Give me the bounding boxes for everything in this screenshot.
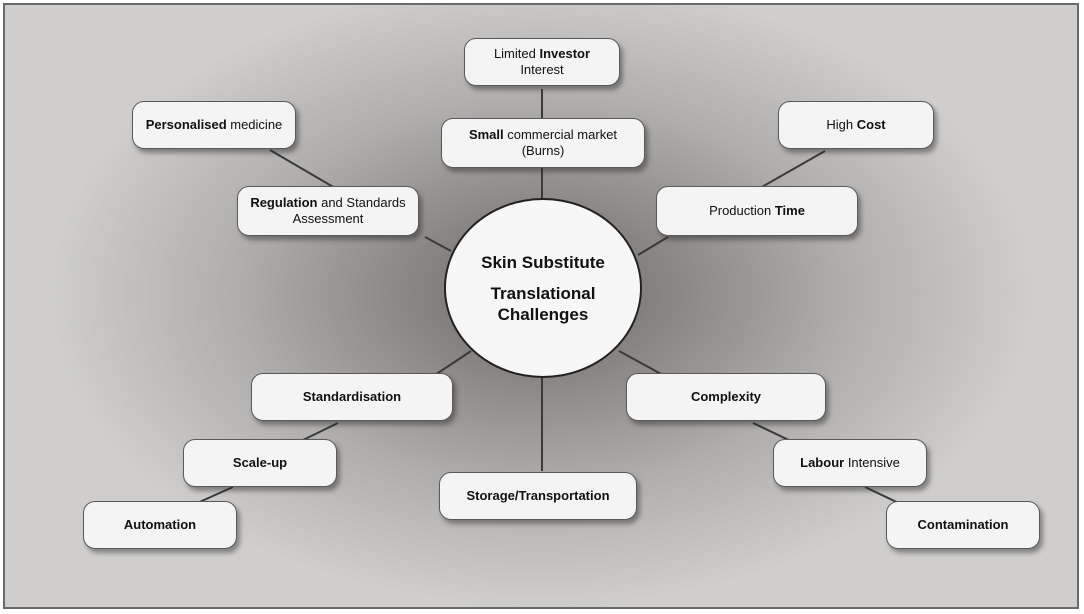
box-text-bold: Storage/Transportation bbox=[466, 488, 610, 503]
center-title-line3: Challenges bbox=[497, 304, 589, 324]
connector-standardisation-scaleup bbox=[302, 422, 339, 441]
box-text: commercial market bbox=[503, 127, 618, 142]
high-cost-box: High Cost bbox=[778, 101, 934, 149]
complexity-box: Complexity bbox=[626, 373, 826, 421]
connector-production-center bbox=[637, 236, 669, 256]
box-text: Intensive bbox=[844, 455, 900, 470]
box-text-bold: Labour bbox=[800, 455, 845, 470]
box-text: Limited bbox=[493, 46, 540, 61]
box-text-bold: Personalised bbox=[145, 117, 227, 132]
contamination-box: Contamination bbox=[886, 501, 1040, 549]
regulation-standards-box: Regulation and Standards Assessment bbox=[237, 186, 419, 236]
connector-center-standardisation bbox=[434, 350, 472, 376]
box-text-bold: Standardisation bbox=[302, 389, 402, 404]
center-title-line2: Translational bbox=[490, 283, 596, 303]
box-text-bold: Regulation bbox=[250, 195, 318, 210]
connector-center-complexity bbox=[618, 350, 664, 376]
box-text-line2: Assessment bbox=[292, 211, 364, 226]
connector-personalised-regulation bbox=[269, 149, 336, 189]
box-text-bold: Small bbox=[468, 127, 504, 142]
box-text-bold: Time bbox=[774, 203, 805, 218]
box-text: and Standards bbox=[317, 195, 406, 210]
box-text-bold: Complexity bbox=[690, 389, 762, 404]
box-text-bold: Contamination bbox=[917, 517, 1009, 532]
diagram-frame: Limited Investor Interest Small commerci… bbox=[3, 3, 1079, 609]
connector-highcost-production bbox=[759, 150, 826, 189]
personalised-medicine-box: Personalised medicine bbox=[132, 101, 296, 149]
box-text-bold: Automation bbox=[123, 517, 197, 532]
small-commercial-market-box: Small commercial market (Burns) bbox=[441, 118, 645, 168]
limited-investor-interest-box: Limited Investor Interest bbox=[464, 38, 620, 86]
automation-box: Automation bbox=[83, 501, 237, 549]
box-text: Production bbox=[709, 203, 775, 218]
standardisation-box: Standardisation bbox=[251, 373, 453, 421]
center-title-line1: Skin Substitute bbox=[481, 252, 605, 272]
box-text-line2: Interest bbox=[520, 62, 564, 77]
box-text: medicine bbox=[226, 117, 283, 132]
box-text-bold: Cost bbox=[856, 117, 886, 132]
box-text-bold: Scale-up bbox=[232, 455, 288, 470]
labour-intensive-box: Labour Intensive bbox=[773, 439, 927, 487]
storage-transportation-box: Storage/Transportation bbox=[439, 472, 637, 520]
box-text-line2: (Burns) bbox=[521, 143, 565, 158]
production-time-box: Production Time bbox=[656, 186, 858, 236]
box-text: High bbox=[826, 117, 857, 132]
center-topic-circle: Skin Substitute Translational Challenges bbox=[444, 198, 642, 378]
scale-up-box: Scale-up bbox=[183, 439, 337, 487]
connector-regulation-center bbox=[424, 236, 452, 252]
box-text-bold: Investor bbox=[539, 46, 591, 61]
